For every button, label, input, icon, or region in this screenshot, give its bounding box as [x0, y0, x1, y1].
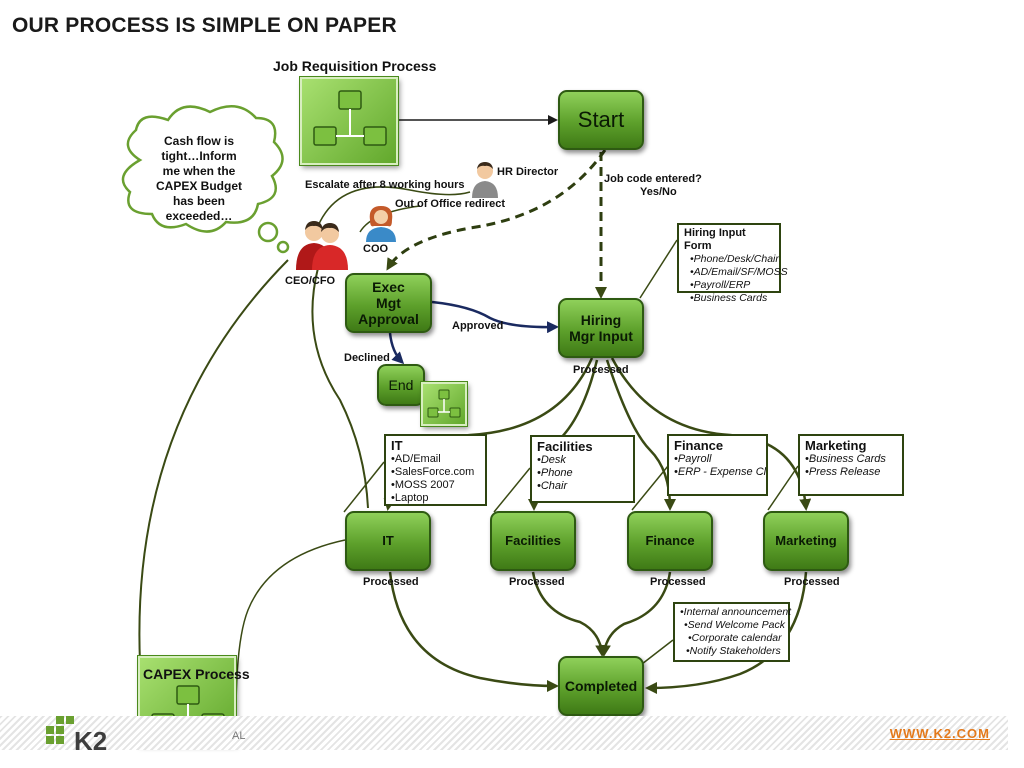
it-node[interactable]: IT — [345, 511, 431, 571]
website-link[interactable]: WWW.K2.COM — [889, 726, 990, 741]
k2-logo-squares-icon — [46, 716, 74, 744]
box-item: •AD/Email — [391, 453, 441, 465]
box-item: •MOSS 2007 — [391, 479, 455, 491]
confidential-label: AL — [232, 730, 246, 742]
declined-label: Declined — [344, 352, 390, 364]
footer-band — [0, 716, 1008, 750]
marketing-node[interactable]: Marketing — [763, 511, 849, 571]
cloud-line: me when the — [162, 164, 236, 178]
hiring-input-form-box: Hiring Input Form •Phone/Desk/Chair •AD/… — [677, 223, 788, 304]
cloud-line: exceeded… — [165, 209, 233, 223]
box-item: •Desk — [537, 454, 566, 466]
ceo-cfo-people-icon — [296, 221, 348, 270]
ceo-cfo-label: CEO/CFO — [285, 275, 336, 287]
escalate-label: Escalate after 8 working hours — [305, 179, 465, 191]
box-item: •Press Release — [805, 466, 881, 478]
finance-processed-label: Processed — [650, 576, 706, 588]
box-title: Facilities — [537, 439, 593, 454]
it-requirements-box: IT •AD/Email •SalesForce.com •MOSS 2007 … — [384, 434, 487, 506]
approved-label: Approved — [452, 320, 504, 332]
hr-director-label: HR Director — [497, 166, 559, 178]
out-of-office-label: Out of Office redirect — [395, 198, 506, 210]
box-item: •Notify Stakeholders — [686, 645, 781, 657]
cloud-line: tight…Inform — [161, 149, 237, 163]
marketing-requirements-box: Marketing •Business Cards •Press Release — [798, 434, 904, 496]
process-diagram-icon — [427, 389, 461, 418]
cloud-line: Cash flow is — [163, 134, 234, 148]
node-label: Mgt — [376, 294, 401, 311]
facilities-processed-label: Processed — [509, 576, 565, 588]
box-title: IT — [391, 438, 403, 453]
node-label: Exec — [372, 278, 405, 295]
box-item: •ERP - Expense Claim — [674, 466, 767, 478]
facilities-requirements-box: Facilities •Desk •Phone •Chair — [530, 435, 635, 503]
node-label: Approval — [358, 311, 419, 328]
finance-node[interactable]: Finance — [627, 511, 713, 571]
box-item: •Internal announcement — [680, 606, 792, 618]
box-item: •Phone — [537, 467, 573, 479]
marketing-processed-label: Processed — [784, 576, 840, 588]
page-title: OUR PROCESS IS SIMPLE ON PAPER — [12, 14, 397, 37]
thought-cloud — [121, 105, 284, 233]
k2-logo-text: K2 — [74, 726, 108, 756]
box-item: •SalesForce.com — [391, 466, 475, 478]
box-item: •Laptop — [391, 492, 429, 504]
box-title: Hiring Input Form — [684, 227, 746, 252]
completed-tasks-box: •Internal announcement •Send Welcome Pac… — [673, 602, 792, 662]
coo-person-icon — [366, 206, 396, 242]
hiring-mgr-input-node[interactable]: Hiring Mgr Input — [558, 298, 644, 358]
box-title: Finance — [674, 438, 724, 453]
box-item: •AD/Email/SF/MOSS — [690, 266, 788, 278]
finance-requirements-box: Finance •Payroll •ERP - Expense Claim — [667, 434, 768, 496]
start-node[interactable]: Start — [558, 90, 644, 150]
box-item: •Payroll — [674, 453, 712, 465]
exec-mgt-approval-node[interactable]: Exec Mgt Approval — [345, 273, 432, 333]
hiring-processed-label: Processed — [573, 364, 629, 376]
job-code-label: Job code entered? — [604, 173, 702, 185]
cloud-text: Cash flow is tight…Inform me when the CA… — [138, 134, 260, 224]
job-requisition-process-icon[interactable] — [300, 77, 398, 165]
box-item: •Payroll/ERP — [690, 279, 751, 291]
hr-director-person-icon — [472, 162, 498, 198]
process-diagram-icon — [313, 90, 387, 146]
box-item: •Business Cards — [690, 292, 768, 304]
node-label: Hiring — [580, 311, 622, 328]
cloud-line: CAPEX Budget — [155, 179, 242, 193]
it-processed-label: Processed — [363, 576, 419, 588]
k2-logo — [46, 716, 76, 753]
box-item: •Phone/Desk/Chair — [690, 253, 779, 265]
box-item: •Corporate calendar — [688, 632, 782, 644]
yes-no-label: Yes/No — [640, 186, 677, 198]
facilities-node[interactable]: Facilities — [490, 511, 576, 571]
box-title: Marketing — [805, 438, 867, 453]
node-label: Mgr Input — [569, 328, 633, 344]
box-item: •Business Cards — [805, 453, 886, 465]
capex-process-label: CAPEX Process — [143, 666, 250, 682]
end-process-icon[interactable] — [421, 382, 467, 426]
cloud-line: has been — [172, 194, 226, 208]
end-node[interactable]: End — [377, 364, 425, 406]
box-item: •Send Welcome Pack — [684, 619, 785, 631]
job-requisition-label: Job Requisition Process — [273, 58, 437, 74]
completed-node[interactable]: Completed — [558, 656, 644, 716]
coo-label: COO — [363, 243, 389, 255]
box-item: •Chair — [537, 480, 568, 492]
